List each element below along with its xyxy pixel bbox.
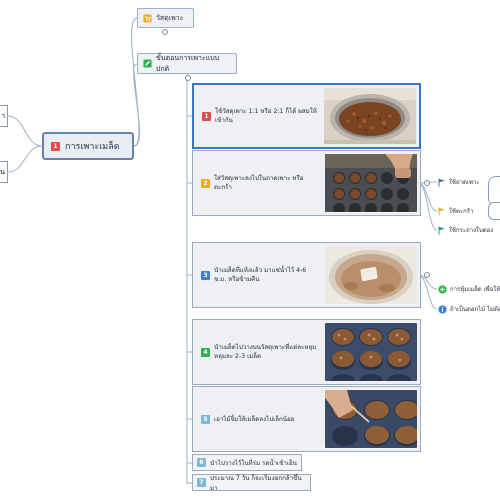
procedure-topic-label: ขั้นตอนการเพาะแบบปกติ xyxy=(156,53,220,73)
left-node-upper[interactable]: า xyxy=(0,105,8,127)
step-4-number-badge: 4 xyxy=(201,347,210,357)
step-2-label: ใส่วัสดุเพาะลงไปในถาดเพาะ หรือตะกร้า xyxy=(214,175,304,191)
step-1-photo xyxy=(324,88,416,144)
step-6-node[interactable]: 6 นำไปวางไว้ในที่ร่ม รดน้ำเช้าเย็น xyxy=(192,454,302,471)
step-5-photo xyxy=(325,390,417,448)
step-1-label: ใช้วัสดุเพาะ 1:1 หรือ 2:1 ก็ได้ ผสมให้เข… xyxy=(215,108,317,124)
step-1-node[interactable]: 1 ใช้วัสดุเพาะ 1:1 หรือ 2:1 ก็ได้ ผสมให้… xyxy=(192,83,421,149)
procedure-topic[interactable]: ขั้นตอนการเพาะแบบปกติ xyxy=(137,53,237,74)
left-node-upper-label: า xyxy=(1,111,5,120)
step-3-label: นำเมล็ดที่แห้งแล้ว มาแช่น้ำไว้ 4-6 ช.ม. … xyxy=(214,267,307,283)
flag-icon xyxy=(438,226,446,235)
left-node-lower-label: น xyxy=(0,167,5,176)
step-4-node[interactable]: 4 นำเมล็ดไปวางบนวัสดุเพาะที่แต่ละหลุม หล… xyxy=(192,319,421,385)
central-number-badge: 1 xyxy=(51,141,60,151)
info-icon xyxy=(438,304,447,314)
step-2-photo xyxy=(325,154,417,212)
step-5-node[interactable]: 5 เอาไม้จิ้มให้เมล็ดลงไปเล็กน้อย xyxy=(192,386,421,452)
note-seed-coating[interactable]: การหุ้มเมล็ด เพื่อให้ xyxy=(438,284,500,294)
plus-circle-icon xyxy=(438,284,447,294)
container-basket-extension xyxy=(488,202,500,220)
central-topic[interactable]: 1 การเพาะเมล็ด xyxy=(42,132,134,160)
step-3-text: 3 นำเมล็ดที่แห้งแล้ว มาแช่น้ำไว้ 4-6 ช.ม… xyxy=(201,243,319,307)
procedure-collapse-toggle[interactable] xyxy=(185,75,191,81)
cart-icon xyxy=(143,13,152,23)
left-node-lower[interactable]: น xyxy=(0,161,8,183)
step-7-node[interactable]: 7 ประมาณ 7 วัน ก็จะเริ่มงอกกล้าขึ้นมา xyxy=(192,474,311,492)
flag-icon xyxy=(438,207,446,216)
step-5-label: เอาไม้จิ้มให้เมล็ดลงไปเล็กน้อย xyxy=(214,415,295,423)
step-2-node[interactable]: 2 ใส่วัสดุเพาะลงไปในถาดเพาะ หรือตะกร้า xyxy=(192,150,421,216)
container-tray[interactable]: ใช้ถาดเพาะ xyxy=(438,177,480,187)
step-3-collapse-toggle[interactable] xyxy=(424,272,430,278)
step-4-text: 4 นำเมล็ดไปวางบนวัสดุเพาะที่แต่ละหลุม หล… xyxy=(201,320,319,384)
materials-collapse-toggle[interactable] xyxy=(162,29,168,35)
step-3-photo xyxy=(325,246,417,304)
step-1-number-badge: 1 xyxy=(202,111,211,121)
step-5-text: 5 เอาไม้จิ้มให้เมล็ดลงไปเล็กน้อย xyxy=(201,387,319,451)
container-basket[interactable]: ใช้ตะกร้า xyxy=(438,206,473,216)
note-seed-coating-label: การหุ้มเมล็ด เพื่อให้ xyxy=(450,286,500,293)
step-3-number-badge: 3 xyxy=(201,270,210,280)
container-leaf-pot-label: ใช้กระถางใบตอง xyxy=(449,227,494,234)
step-2-number-badge: 2 xyxy=(201,178,210,188)
step-2-collapse-toggle[interactable] xyxy=(424,180,430,186)
note-flowers[interactable]: ถ้าเป็นดอกไม้ ไม่ต้อง xyxy=(438,304,500,314)
step-3-node[interactable]: 3 นำเมล็ดที่แห้งแล้ว มาแช่น้ำไว้ 4-6 ช.ม… xyxy=(192,242,421,308)
step-4-label: นำเมล็ดไปวางบนวัสดุเพาะที่แต่ละหลุม หลุม… xyxy=(214,344,317,360)
step-4-photo xyxy=(325,323,417,381)
step-7-label: ประมาณ 7 วัน ก็จะเริ่มงอกกล้าขึ้นมา xyxy=(210,474,302,492)
step-7-number-badge: 7 xyxy=(197,478,206,487)
central-topic-label: การเพาะเมล็ด xyxy=(65,142,120,152)
materials-topic-label: วัสดุเพาะ xyxy=(156,13,184,22)
step-5-number-badge: 5 xyxy=(201,414,210,424)
materials-topic[interactable]: วัสดุเพาะ xyxy=(137,8,194,28)
step-6-label: นำไปวางไว้ในที่ร่ม รดน้ำเช้าเย็น xyxy=(210,459,297,467)
container-tray-label: ใช้ถาดเพาะ xyxy=(449,179,480,186)
step-2-text: 2 ใส่วัสดุเพาะลงไปในถาดเพาะ หรือตะกร้า xyxy=(201,151,319,215)
container-leaf-pot[interactable]: ใช้กระถางใบตอง xyxy=(438,225,493,235)
container-basket-label: ใช้ตะกร้า xyxy=(449,208,474,215)
pencil-icon xyxy=(143,59,152,68)
step-6-number-badge: 6 xyxy=(197,458,206,467)
flag-icon xyxy=(438,178,446,187)
note-flowers-label: ถ้าเป็นดอกไม้ ไม่ต้อง xyxy=(450,306,500,313)
step-1-text: 1 ใช้วัสดุเพาะ 1:1 หรือ 2:1 ก็ได้ ผสมให้… xyxy=(202,85,320,147)
